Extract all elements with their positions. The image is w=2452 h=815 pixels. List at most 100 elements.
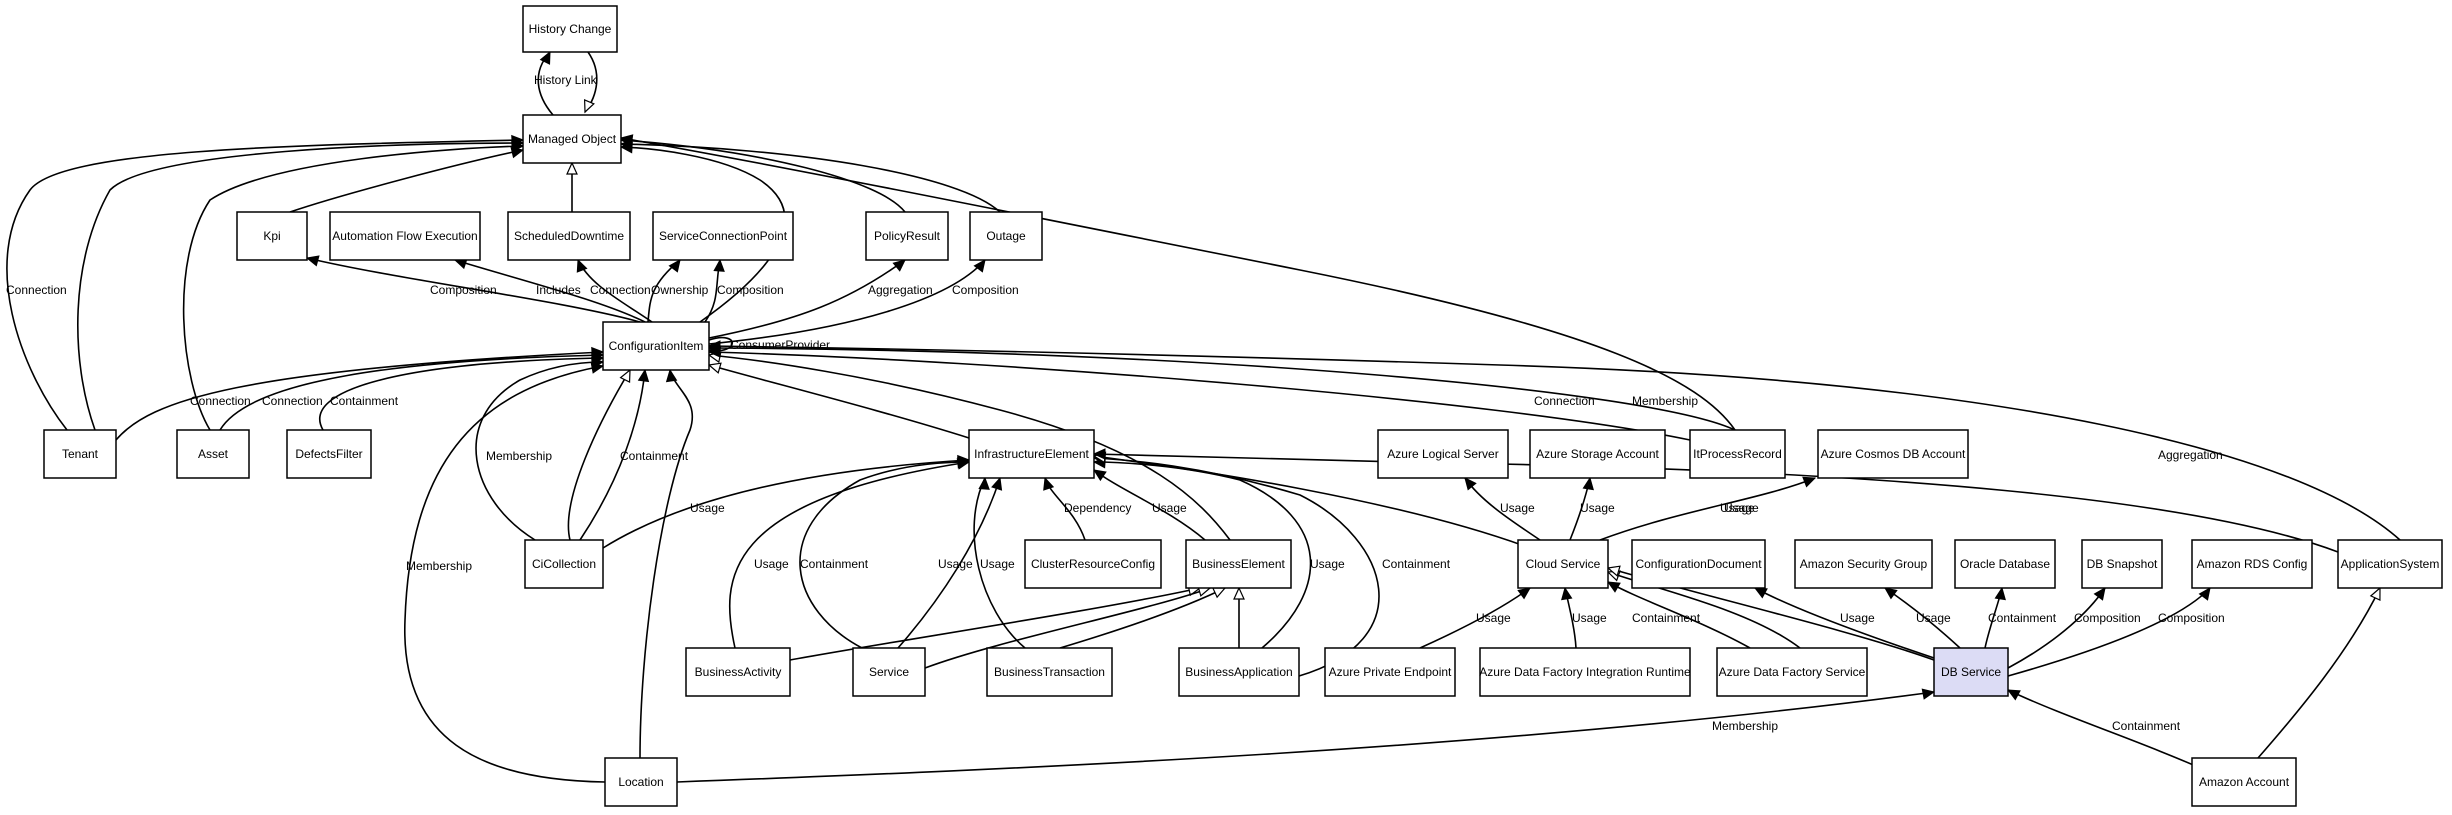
edge-line: [708, 259, 906, 339]
edge-e-adfir-cs: Usage: [1561, 586, 1607, 649]
node-label: Azure Logical Server: [1387, 447, 1498, 461]
node-db-snapshot[interactable]: DB Snapshot: [2081, 539, 2163, 589]
inheritance-arrowhead: [566, 161, 578, 175]
edge-line: [475, 361, 604, 541]
node-box[interactable]: [176, 429, 250, 479]
node-box[interactable]: [43, 429, 117, 479]
node-application-system[interactable]: ApplicationSystem: [2337, 539, 2443, 589]
node-location[interactable]: Location: [604, 757, 678, 807]
node-label: BusinessTransaction: [994, 665, 1105, 679]
node-box[interactable]: [1178, 647, 1300, 697]
node-box[interactable]: [1954, 539, 2056, 589]
node-box[interactable]: [1794, 539, 1933, 589]
inheritance-arrowhead: [1606, 565, 1621, 577]
node-box[interactable]: [1377, 429, 1509, 479]
node-box[interactable]: [604, 757, 678, 807]
node-box[interactable]: [1933, 647, 2009, 697]
edge-label: Containment: [800, 557, 869, 571]
node-box[interactable]: [685, 647, 791, 697]
node-box[interactable]: [236, 211, 308, 261]
node-business-application[interactable]: BusinessApplication: [1178, 647, 1300, 697]
edge-e-ci-scp-own: Ownership: [647, 259, 709, 323]
node-label: DB Snapshot: [2087, 557, 2158, 571]
node-defects-filter[interactable]: DefectsFilter: [286, 429, 372, 479]
node-amazon-rds-config[interactable]: Amazon RDS Config: [2191, 539, 2313, 589]
node-azure-storage-account[interactable]: Azure Storage Account: [1529, 429, 1666, 479]
arrowhead: [1884, 587, 1898, 600]
node-box[interactable]: [1716, 647, 1868, 697]
arrowhead: [2198, 587, 2211, 601]
node-kpi[interactable]: Kpi: [236, 211, 308, 261]
node-amazon-account[interactable]: Amazon Account: [2191, 757, 2297, 807]
node-box[interactable]: [852, 647, 926, 697]
node-business-element[interactable]: BusinessElement: [1185, 539, 1292, 589]
node-box[interactable]: [2337, 539, 2443, 589]
node-box[interactable]: [1631, 539, 1766, 589]
arrowhead: [991, 476, 1003, 491]
node-box[interactable]: [524, 539, 604, 589]
node-asset[interactable]: Asset: [176, 429, 250, 479]
node-label: Oracle Database: [1960, 557, 2050, 571]
node-cloud-service[interactable]: Cloud Service: [1517, 539, 1609, 589]
node-box[interactable]: [522, 114, 622, 164]
node-azure-logical-server[interactable]: Azure Logical Server: [1377, 429, 1509, 479]
node-db-service[interactable]: DB Service: [1933, 647, 2009, 697]
inheritance-arrowhead: [2369, 586, 2381, 602]
node-service-connection-point[interactable]: ServiceConnectionPoint: [652, 211, 794, 261]
node-box[interactable]: [652, 211, 794, 261]
inheritance-arrowhead: [1233, 586, 1245, 600]
node-business-transaction[interactable]: BusinessTransaction: [986, 647, 1113, 697]
node-tenant[interactable]: Tenant: [43, 429, 117, 479]
arrowhead: [1561, 586, 1573, 601]
node-service[interactable]: Service: [852, 647, 926, 697]
node-policy-result[interactable]: PolicyResult: [865, 211, 949, 261]
node-managed-object[interactable]: Managed Object: [522, 114, 622, 164]
arrowhead: [2093, 587, 2106, 601]
node-azure-private-endpoint[interactable]: Azure Private Endpoint: [1324, 647, 1456, 697]
edge-label: Composition: [2158, 611, 2225, 625]
node-azure-data-factory-service[interactable]: Azure Data Factory Service: [1716, 647, 1868, 697]
node-box[interactable]: [1689, 429, 1786, 479]
node-outage[interactable]: Outage: [969, 211, 1043, 261]
node-box[interactable]: [1185, 539, 1292, 589]
node-box[interactable]: [329, 211, 481, 261]
node-box[interactable]: [968, 429, 1095, 479]
node-business-activity[interactable]: BusinessActivity: [685, 647, 791, 697]
node-infrastructure-element[interactable]: InfrastructureElement: [968, 429, 1095, 479]
node-box[interactable]: [969, 211, 1043, 261]
node-amazon-security-group[interactable]: Amazon Security Group: [1794, 539, 1933, 589]
node-azure-cosmos-db-account[interactable]: Azure Cosmos DB Account: [1817, 429, 1969, 479]
edge-e-cs-als: Usage: [1464, 477, 1541, 541]
node-box[interactable]: [507, 211, 631, 261]
node-box[interactable]: [2191, 757, 2297, 807]
node-box[interactable]: [522, 5, 618, 53]
node-it-process-record[interactable]: ItProcessRecord: [1689, 429, 1786, 479]
node-box[interactable]: [1479, 647, 1691, 697]
node-configuration-document[interactable]: ConfigurationDocument: [1631, 539, 1766, 589]
node-box[interactable]: [602, 321, 710, 371]
node-box[interactable]: [1024, 539, 1162, 589]
edge-line: [579, 369, 646, 541]
node-box[interactable]: [1529, 429, 1666, 479]
edge-e-cs-asa: Usage: [1569, 476, 1615, 541]
node-ci-collection[interactable]: CiCollection: [524, 539, 604, 589]
inheritance-arrowhead: [619, 368, 631, 384]
node-box[interactable]: [1817, 429, 1969, 479]
edge-e-bt-ie: Usage: [973, 476, 1026, 649]
node-history-change[interactable]: History Change: [522, 5, 618, 53]
node-box[interactable]: [1324, 647, 1456, 697]
node-oracle-database[interactable]: Oracle Database: [1954, 539, 2056, 589]
node-box[interactable]: [2191, 539, 2313, 589]
node-configuration-item[interactable]: ConfigurationItem: [602, 321, 710, 371]
node-azure-data-factory-ir[interactable]: Azure Data Factory Integration Runtime: [1479, 647, 1691, 697]
arrowhead: [668, 259, 681, 273]
node-box[interactable]: [1517, 539, 1609, 589]
node-box[interactable]: [286, 429, 372, 479]
node-scheduled-downtime[interactable]: ScheduledDowntime: [507, 211, 631, 261]
node-label: Azure Private Endpoint: [1329, 665, 1452, 679]
node-cluster-resource-config[interactable]: ClusterResourceConfig: [1024, 539, 1162, 589]
node-box[interactable]: [2081, 539, 2163, 589]
node-automation-flow[interactable]: Automation Flow Execution: [329, 211, 481, 261]
node-box[interactable]: [865, 211, 949, 261]
node-box[interactable]: [986, 647, 1113, 697]
